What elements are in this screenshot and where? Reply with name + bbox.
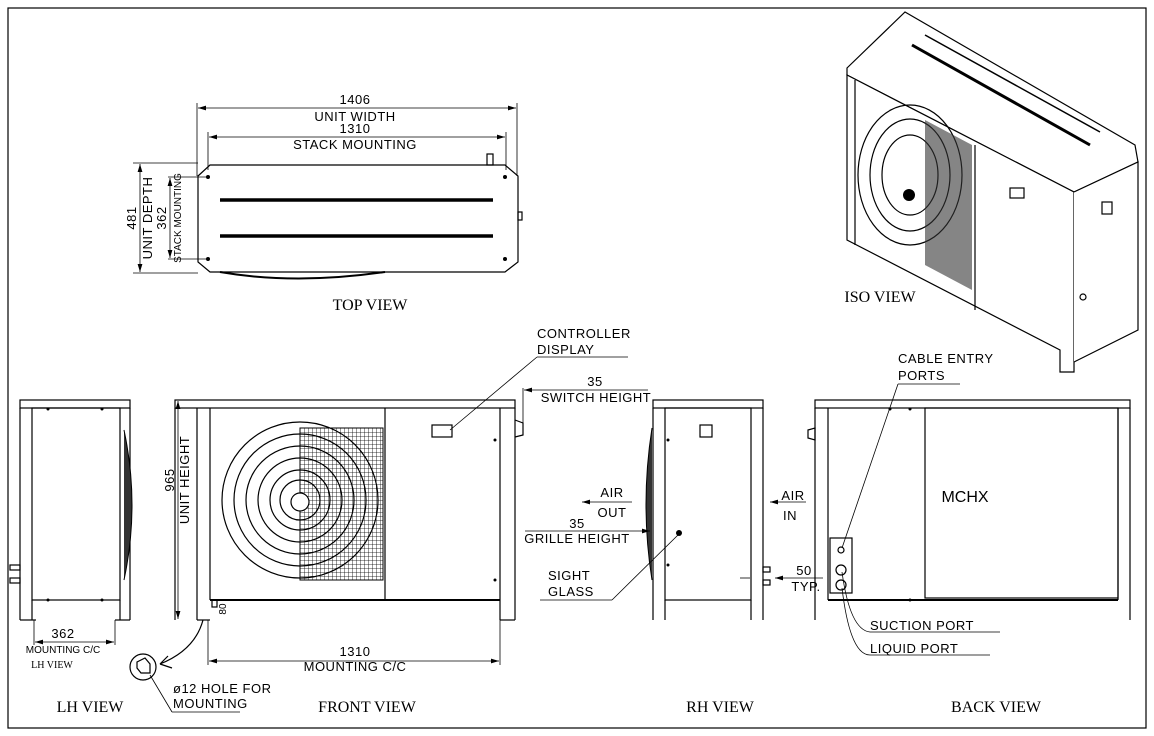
front-view: 80 965 UNIT HEIGHT 1310 MOUNTING C/C ø12… (129, 326, 652, 716)
coil-label: MCHX (941, 489, 988, 506)
air-in-2: IN (783, 508, 797, 523)
lh-mount-value: 362 (51, 626, 74, 641)
lh-mount-label: MOUNTING C/C (26, 645, 100, 656)
rh-view: AIR OUT 35 GRILLE HEIGHT SIGHT GLASS AIR… (524, 399, 823, 716)
air-out-2: OUT (598, 505, 627, 520)
height-value: 965 (162, 468, 177, 491)
air-in-1: AIR (781, 488, 804, 503)
typ-value: 50 (796, 563, 811, 578)
foot-value: 80 (218, 603, 229, 615)
lh-small-label: LH VIEW (31, 660, 73, 671)
width-value: 1406 (340, 92, 371, 107)
lh-view-title: LH VIEW (57, 699, 125, 716)
front-mount-value: 1310 (340, 644, 371, 659)
back-view: MCHX CABLE ENTRY PORTS SUCTION PORT LIQU… (807, 351, 1131, 716)
fan-guard-icon (221, 421, 384, 581)
grille-value: 35 (569, 516, 584, 531)
cable-1: CABLE ENTRY (898, 351, 994, 366)
mchx-coil (924, 407, 1119, 599)
controller-label-1: CONTROLLER (537, 326, 631, 341)
height-label: UNIT HEIGHT (177, 436, 192, 524)
stack-width-label: STACK MOUNTING (293, 137, 417, 152)
width-label: UNIT WIDTH (314, 109, 395, 124)
sight-2: GLASS (548, 584, 594, 599)
top-outline (197, 164, 519, 273)
hole-line-2: MOUNTING (173, 696, 248, 711)
switch-value: 35 (587, 374, 602, 389)
top-view: 1406 UNIT WIDTH 1310 STACK MOUNTING 481 … (124, 92, 523, 314)
iso-view-title: ISO VIEW (844, 289, 916, 306)
sight-glass-icon (676, 530, 682, 536)
switch-label: SWITCH HEIGHT (541, 390, 652, 405)
stack-depth-label: STACK MOUNTING (173, 173, 184, 263)
depth-value: 481 (124, 206, 139, 229)
mounting-hole-detail-icon (129, 653, 157, 681)
cable-2: PORTS (898, 368, 945, 383)
front-mount-label: MOUNTING C/C (304, 659, 407, 674)
front-view-title: FRONT VIEW (318, 699, 417, 716)
controller-label-2: DISPLAY (537, 342, 594, 357)
hole-line-1: ø12 HOLE FOR (173, 681, 271, 696)
lh-view: 362 MOUNTING C/C LH VIEW LH VIEW (9, 399, 133, 716)
top-view-title: TOP VIEW (333, 297, 409, 314)
port-panel (829, 537, 853, 594)
stack-width-value: 1310 (340, 121, 371, 136)
iso-side (1073, 161, 1139, 363)
controller-display-icon (431, 424, 453, 438)
suction-label: SUCTION PORT (870, 618, 974, 633)
liquid-label: LIQUID PORT (870, 641, 958, 656)
sheet-border (7, 7, 1147, 729)
back-view-title: BACK VIEW (951, 699, 1042, 716)
iso-view: ISO VIEW (844, 11, 1139, 373)
rh-view-title: RH VIEW (686, 699, 755, 716)
grille-label: GRILLE HEIGHT (524, 531, 629, 546)
air-out-1: AIR (600, 485, 623, 500)
sight-1: SIGHT (548, 568, 590, 583)
stack-depth-value: 362 (154, 206, 169, 229)
typ-label: TYP. (791, 579, 820, 594)
depth-label: UNIT DEPTH (140, 177, 155, 260)
